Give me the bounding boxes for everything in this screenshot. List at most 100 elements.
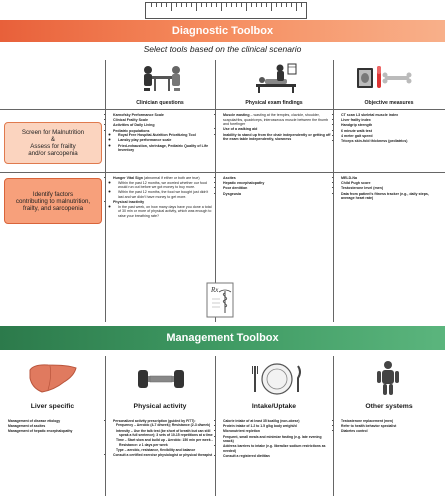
- cell-exam-row1: Muscle wasting – wasting at the temples,…: [218, 113, 331, 142]
- cell-objective-row2: MELD-NaChild Pugh scoreTestosterone leve…: [336, 176, 443, 201]
- exam-finding-lead: Ascites: [223, 176, 236, 180]
- mgmt-item-text: Micronutrient repletion: [223, 429, 260, 434]
- ruler-tick: [231, 3, 232, 7]
- ruler-tick: [161, 3, 162, 7]
- exam-finding-detail: – wasting at the temples, clavicle, shou…: [223, 113, 329, 127]
- column-header-clinician: Clinician questions: [136, 100, 184, 106]
- objective-measure-text: Handgrip strength: [341, 123, 373, 128]
- mgmt-cell-intake: Calorie intake of at least 35 kcal/kg (n…: [218, 419, 331, 459]
- objective-measure-text: Triceps skin-fold thickness (pediatrics): [341, 138, 408, 143]
- ruler-tick: [301, 3, 302, 7]
- cell-objective-row1: CT scan L3 skeletal muscle indexLiver fr…: [336, 113, 443, 144]
- mgmt-item-text: Refer to health behavior specialist: [341, 424, 397, 429]
- mgmt-item: Management of disease etiology: [8, 419, 103, 423]
- grid-divider: [0, 172, 445, 173]
- exam-finding-lead: Inability to stand up from the chair ind…: [223, 132, 331, 142]
- ruler-tick: [261, 3, 262, 7]
- mgmt-item: Management of ascites: [8, 424, 103, 428]
- mgmt-item-text: Personalized activity prescription (guid…: [113, 419, 196, 423]
- ruler-tick: [191, 3, 192, 7]
- ruler-tick: [196, 3, 197, 11]
- clinician-item: Hunger Vital Sign (abnormal if either or…: [113, 176, 213, 200]
- mgmt-item-text: Consult a certified exercise physiologis…: [113, 453, 213, 458]
- cell-clinician-row1: Karnofsky Performance ScaleClinical Frai…: [108, 113, 213, 153]
- exam-finding: Muscle wasting – wasting at the temples,…: [223, 113, 331, 127]
- clinician-item: Clinical Frailty Scale: [113, 118, 213, 123]
- grid-divider: [333, 60, 334, 322]
- clinician-item: Physical inactivityIn the past week, on …: [113, 200, 213, 218]
- ruler-icon: [145, 2, 307, 19]
- prescription-icon: Rx: [206, 282, 234, 318]
- ruler-tick: [226, 3, 227, 7]
- mgmt-subitem: Frequency – Aerobic (4-7 d/week); Resist…: [116, 423, 211, 428]
- ruler-tick: [246, 3, 247, 11]
- row-label-line: Screen for Malnutrition: [21, 129, 85, 136]
- clinician-item-text: Pediatric populations: [113, 128, 150, 133]
- clinician-item-text: Activities of Daily Living: [113, 123, 155, 128]
- clinician-item: Activities of Daily Living: [113, 123, 213, 128]
- objective-measure-text: MELD-Na: [341, 176, 357, 180]
- mgmt-item: Testosterone replacement (men): [341, 419, 443, 423]
- objective-measure: Liver frailty index: [341, 118, 443, 123]
- clinician-subitem: Fried-exhaustion, shrinkage, Pediatric Q…: [118, 144, 213, 153]
- mgmt-cell-liver: Management of disease etiologyManagement…: [3, 419, 103, 435]
- mgmt-item-text: Management of ascites: [8, 424, 46, 429]
- mgmt-header-intake: Intake/Uptake: [251, 403, 297, 410]
- cell-exam-row2: AscitesHepatic encephalopathyPoor dentit…: [218, 176, 331, 197]
- row-label-line: frailty, and sarcopenia: [22, 204, 84, 212]
- clinician-subitem: Royal Free Hospital-Nutrition Prioritizi…: [118, 133, 213, 138]
- mgmt-subitem: Time – Start slow and build up - Aerobic…: [116, 438, 213, 447]
- ruler-tick: [266, 3, 267, 7]
- objective-measures-icon: [357, 66, 412, 88]
- ruler-tick: [276, 3, 277, 7]
- diagnostic-title: Diagnostic Toolbox: [171, 25, 274, 37]
- management-toolbox-banner: Management Toolbox: [0, 326, 445, 350]
- ruler-tick: [171, 3, 172, 11]
- mgmt-item: Consult a registered dietitian: [223, 454, 331, 458]
- grid-divider: [105, 356, 106, 496]
- mgmt-item-text: Management of hepatic encephalopathy: [8, 429, 73, 434]
- mgmt-subitem: Type – aerobic, resistance, flexibility …: [116, 447, 196, 452]
- ruler-tick: [181, 3, 182, 7]
- ruler-tick: [156, 3, 157, 7]
- mgmt-cell-activity: Personalized activity prescription (guid…: [108, 419, 213, 458]
- objective-measure-text: CT scan L3 skeletal muscle index: [341, 113, 399, 117]
- mgmt-item: Refer to health behavior specialist: [341, 424, 443, 428]
- grid-divider: [333, 356, 334, 496]
- physical-exam-icon: [256, 63, 297, 93]
- clinician-subitem: Within the past 12 months, the food we b…: [118, 190, 213, 199]
- clinician-subitem: In the past week, on how many days have …: [118, 205, 213, 219]
- ruler-tick: [151, 3, 152, 7]
- row-label-line: and/or sarcopenia: [28, 150, 78, 157]
- ruler-tick: [251, 3, 252, 7]
- grid-divider: [215, 60, 216, 322]
- mgmt-item-text: Address barriers to intake (e.g. liberal…: [223, 444, 326, 453]
- exam-finding-lead: Hepatic encephalopathy: [223, 181, 265, 186]
- clinician-item: Karnofsky Performance Scale: [113, 113, 213, 118]
- objective-measure: 4 meter gait speed: [341, 134, 443, 139]
- mgmt-header-activity: Physical activity: [133, 403, 187, 410]
- clinician-item-text: Karnofsky Performance Scale: [113, 113, 164, 117]
- objective-measure-text: 4 meter gait speed: [341, 133, 373, 138]
- objective-measure: Data from patient's fitness tracker (e.g…: [341, 192, 443, 201]
- clinician-subitem: Lansky play performance scale: [118, 138, 213, 143]
- clinician-consultation-icon: [144, 66, 180, 91]
- mgmt-item: Micronutrient repletion: [223, 429, 331, 433]
- plate-utensils-icon: [252, 363, 301, 395]
- cell-clinician-row2: Hunger Vital Sign (abnormal if either or…: [108, 176, 213, 219]
- exam-finding: Hepatic encephalopathy: [223, 181, 331, 186]
- ruler-tick: [286, 3, 287, 7]
- mgmt-header-other: Other systems: [365, 403, 413, 410]
- ruler-tick: [201, 3, 202, 7]
- mgmt-item-text: Calorie intake of at least 35 kcal/kg (n…: [223, 419, 300, 423]
- mgmt-item-text: Testosterone replacement (men): [341, 419, 394, 423]
- grid-divider: [0, 109, 445, 110]
- ruler-tick: [291, 3, 292, 7]
- exam-finding: Use of a walking aid: [223, 127, 331, 132]
- ruler-tick: [216, 3, 217, 7]
- ruler-tick: [206, 3, 207, 7]
- ruler-tick: [296, 3, 297, 11]
- liver-icon: [29, 364, 77, 393]
- body-systems-icon: [377, 361, 399, 395]
